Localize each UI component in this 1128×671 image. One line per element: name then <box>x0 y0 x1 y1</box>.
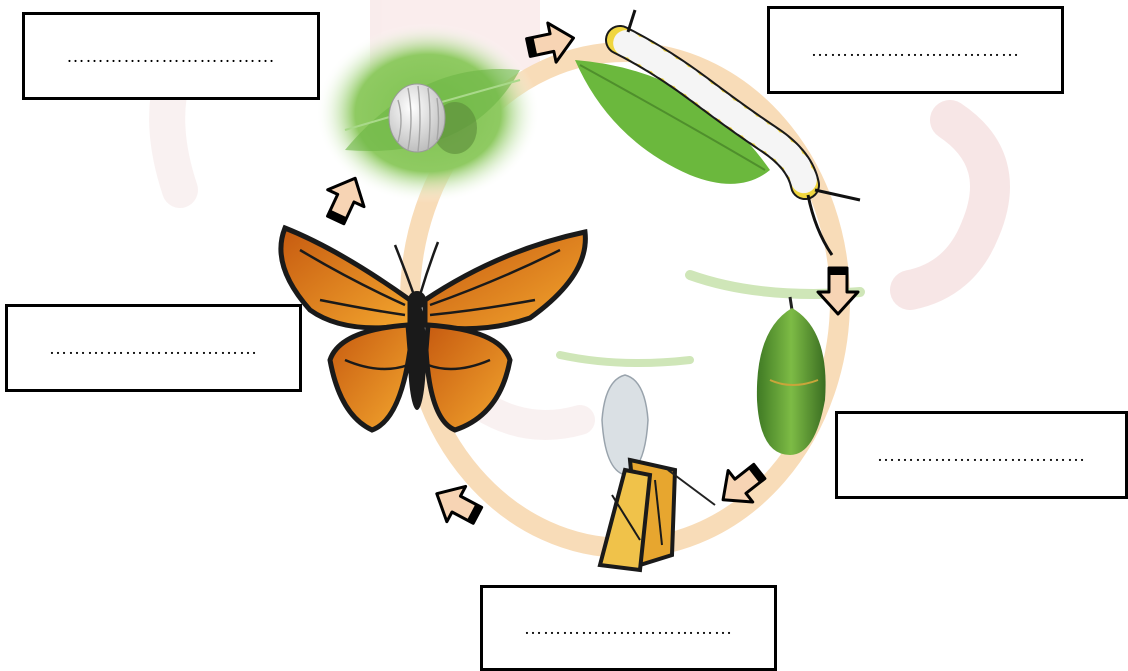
egg-stage-label-box[interactable]: …………………………… <box>22 12 320 100</box>
pupa-stage-label: …………………………… <box>877 445 1086 466</box>
emerging-stage-label: …………………………… <box>524 618 733 639</box>
egg-stage-label: …………………………… <box>67 46 276 67</box>
egg-on-leaf-image <box>316 23 540 203</box>
adult-stage-label: …………………………… <box>49 338 258 359</box>
larva-stage-label-box[interactable]: …………………………… <box>767 6 1064 94</box>
arrow-larva-to-pupa <box>818 268 858 314</box>
adult-butterfly-image <box>281 228 585 430</box>
adult-stage-label-box[interactable]: …………………………… <box>5 304 302 392</box>
larva-stage-label: …………………………… <box>811 40 1020 61</box>
emerging-stage-label-box[interactable]: …………………………… <box>480 585 777 671</box>
pupa-stage-label-box[interactable]: …………………………… <box>835 411 1128 499</box>
